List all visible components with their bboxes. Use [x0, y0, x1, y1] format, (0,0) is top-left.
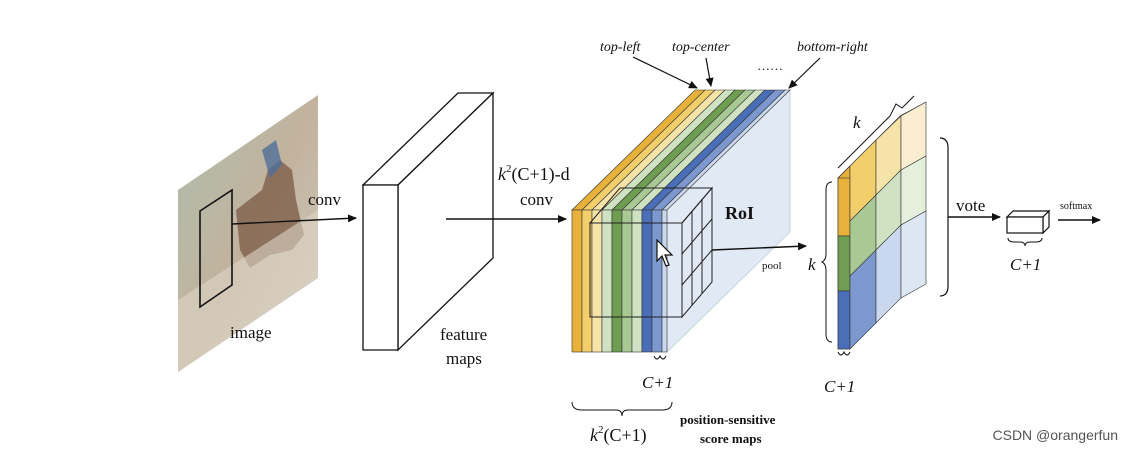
- top-left-arrow: [632, 56, 698, 89]
- c-plus-1-brace-b: [837, 350, 851, 356]
- voted-box: [1005, 209, 1051, 235]
- c-plus-1-brace-c: [1007, 237, 1043, 247]
- image-label: image: [230, 323, 272, 342]
- k2-c-plus-1-label: k2(C+1): [590, 424, 647, 446]
- conv-label-1: conv: [308, 190, 342, 209]
- pooled-bracket: [939, 137, 949, 297]
- c-plus-1-label-b: C+1: [824, 377, 855, 396]
- top-left-label: top-left: [600, 40, 642, 55]
- vote-label: vote: [956, 196, 985, 215]
- bottom-right-arrow: [788, 57, 821, 89]
- softmax-label: softmax: [1060, 201, 1092, 212]
- c-plus-1-brace-a: [653, 354, 667, 360]
- ellipsis-label: ……: [757, 58, 783, 73]
- top-center-label: top-center: [672, 40, 730, 55]
- roi-label: RoI: [725, 203, 754, 223]
- k2-conv-label: k2(C+1)-d: [498, 163, 570, 185]
- k2-brace: [571, 401, 673, 417]
- pool-label: pool: [762, 260, 782, 272]
- pooled-block: [837, 101, 927, 350]
- k-top-brace: [837, 95, 915, 169]
- pool-arrow: [711, 242, 807, 251]
- mouse-cursor-icon: [656, 239, 674, 267]
- c-plus-1-label-a: C+1: [642, 373, 673, 392]
- image-roi-box: [199, 188, 233, 309]
- k2-conv-conv-label: conv: [520, 190, 554, 209]
- conv-arrow-1: [231, 214, 357, 225]
- ps-label-line1: position-sensitive: [680, 412, 776, 427]
- score-map-layers: [571, 89, 791, 353]
- ps-label-line2: score maps: [700, 431, 762, 446]
- score-maps-block: [571, 89, 791, 353]
- top-center-arrow: [705, 57, 714, 87]
- feature-label-line2: maps: [446, 349, 482, 368]
- feature-maps-block: [361, 91, 495, 352]
- c-plus-1-label-c: C+1: [1010, 255, 1041, 274]
- k-side-label: k: [808, 255, 816, 274]
- watermark: CSDN @orangerfun: [992, 427, 1119, 443]
- input-image: [178, 95, 318, 372]
- bottom-right-label: bottom-right: [797, 40, 869, 55]
- feature-label-line1: feature: [440, 325, 487, 344]
- k-side-brace: [820, 181, 833, 343]
- k-top-label: k: [853, 113, 861, 132]
- roi-box: [588, 186, 714, 319]
